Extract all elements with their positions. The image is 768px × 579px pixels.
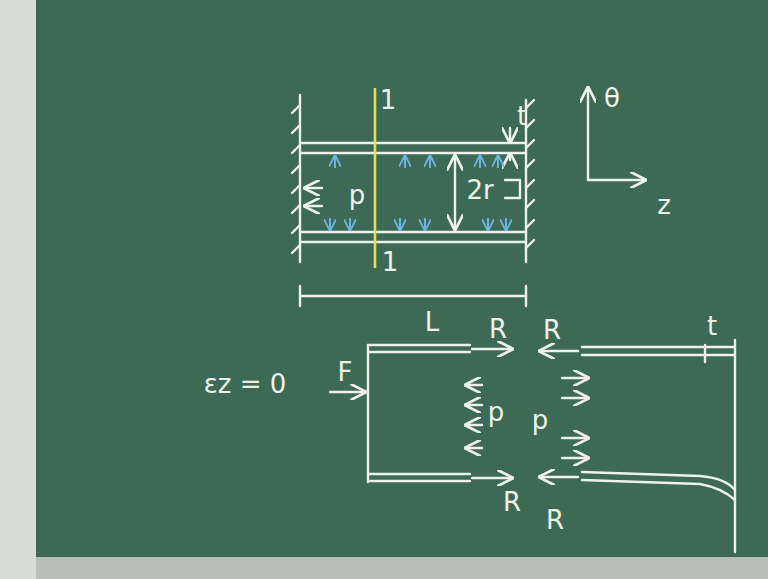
thickness-label: t [707, 313, 717, 339]
ledge [36, 557, 768, 579]
section-number: 1 [382, 249, 399, 275]
wall [0, 0, 36, 579]
free-body [330, 340, 735, 552]
section-cut [374, 88, 377, 268]
force-label: F [338, 359, 353, 385]
force-label: R [489, 316, 507, 342]
strain-condition: εz = 0 [204, 371, 287, 397]
force-label: R [503, 489, 521, 515]
axis-label: θ [604, 85, 620, 111]
board [36, 0, 768, 557]
pipe [292, 88, 645, 306]
force-label: R [546, 507, 564, 533]
axis-label: z [657, 192, 671, 218]
pressure-arrows [330, 156, 506, 230]
radius-label: 2r [466, 177, 493, 203]
pressure-label: p [532, 407, 549, 433]
force-label: R [543, 317, 561, 343]
length-label: L [425, 309, 440, 335]
section-number: 1 [380, 87, 397, 113]
pressure-label: p [349, 182, 366, 208]
pressure-label: p [488, 399, 505, 425]
thickness-label: t [517, 103, 527, 129]
